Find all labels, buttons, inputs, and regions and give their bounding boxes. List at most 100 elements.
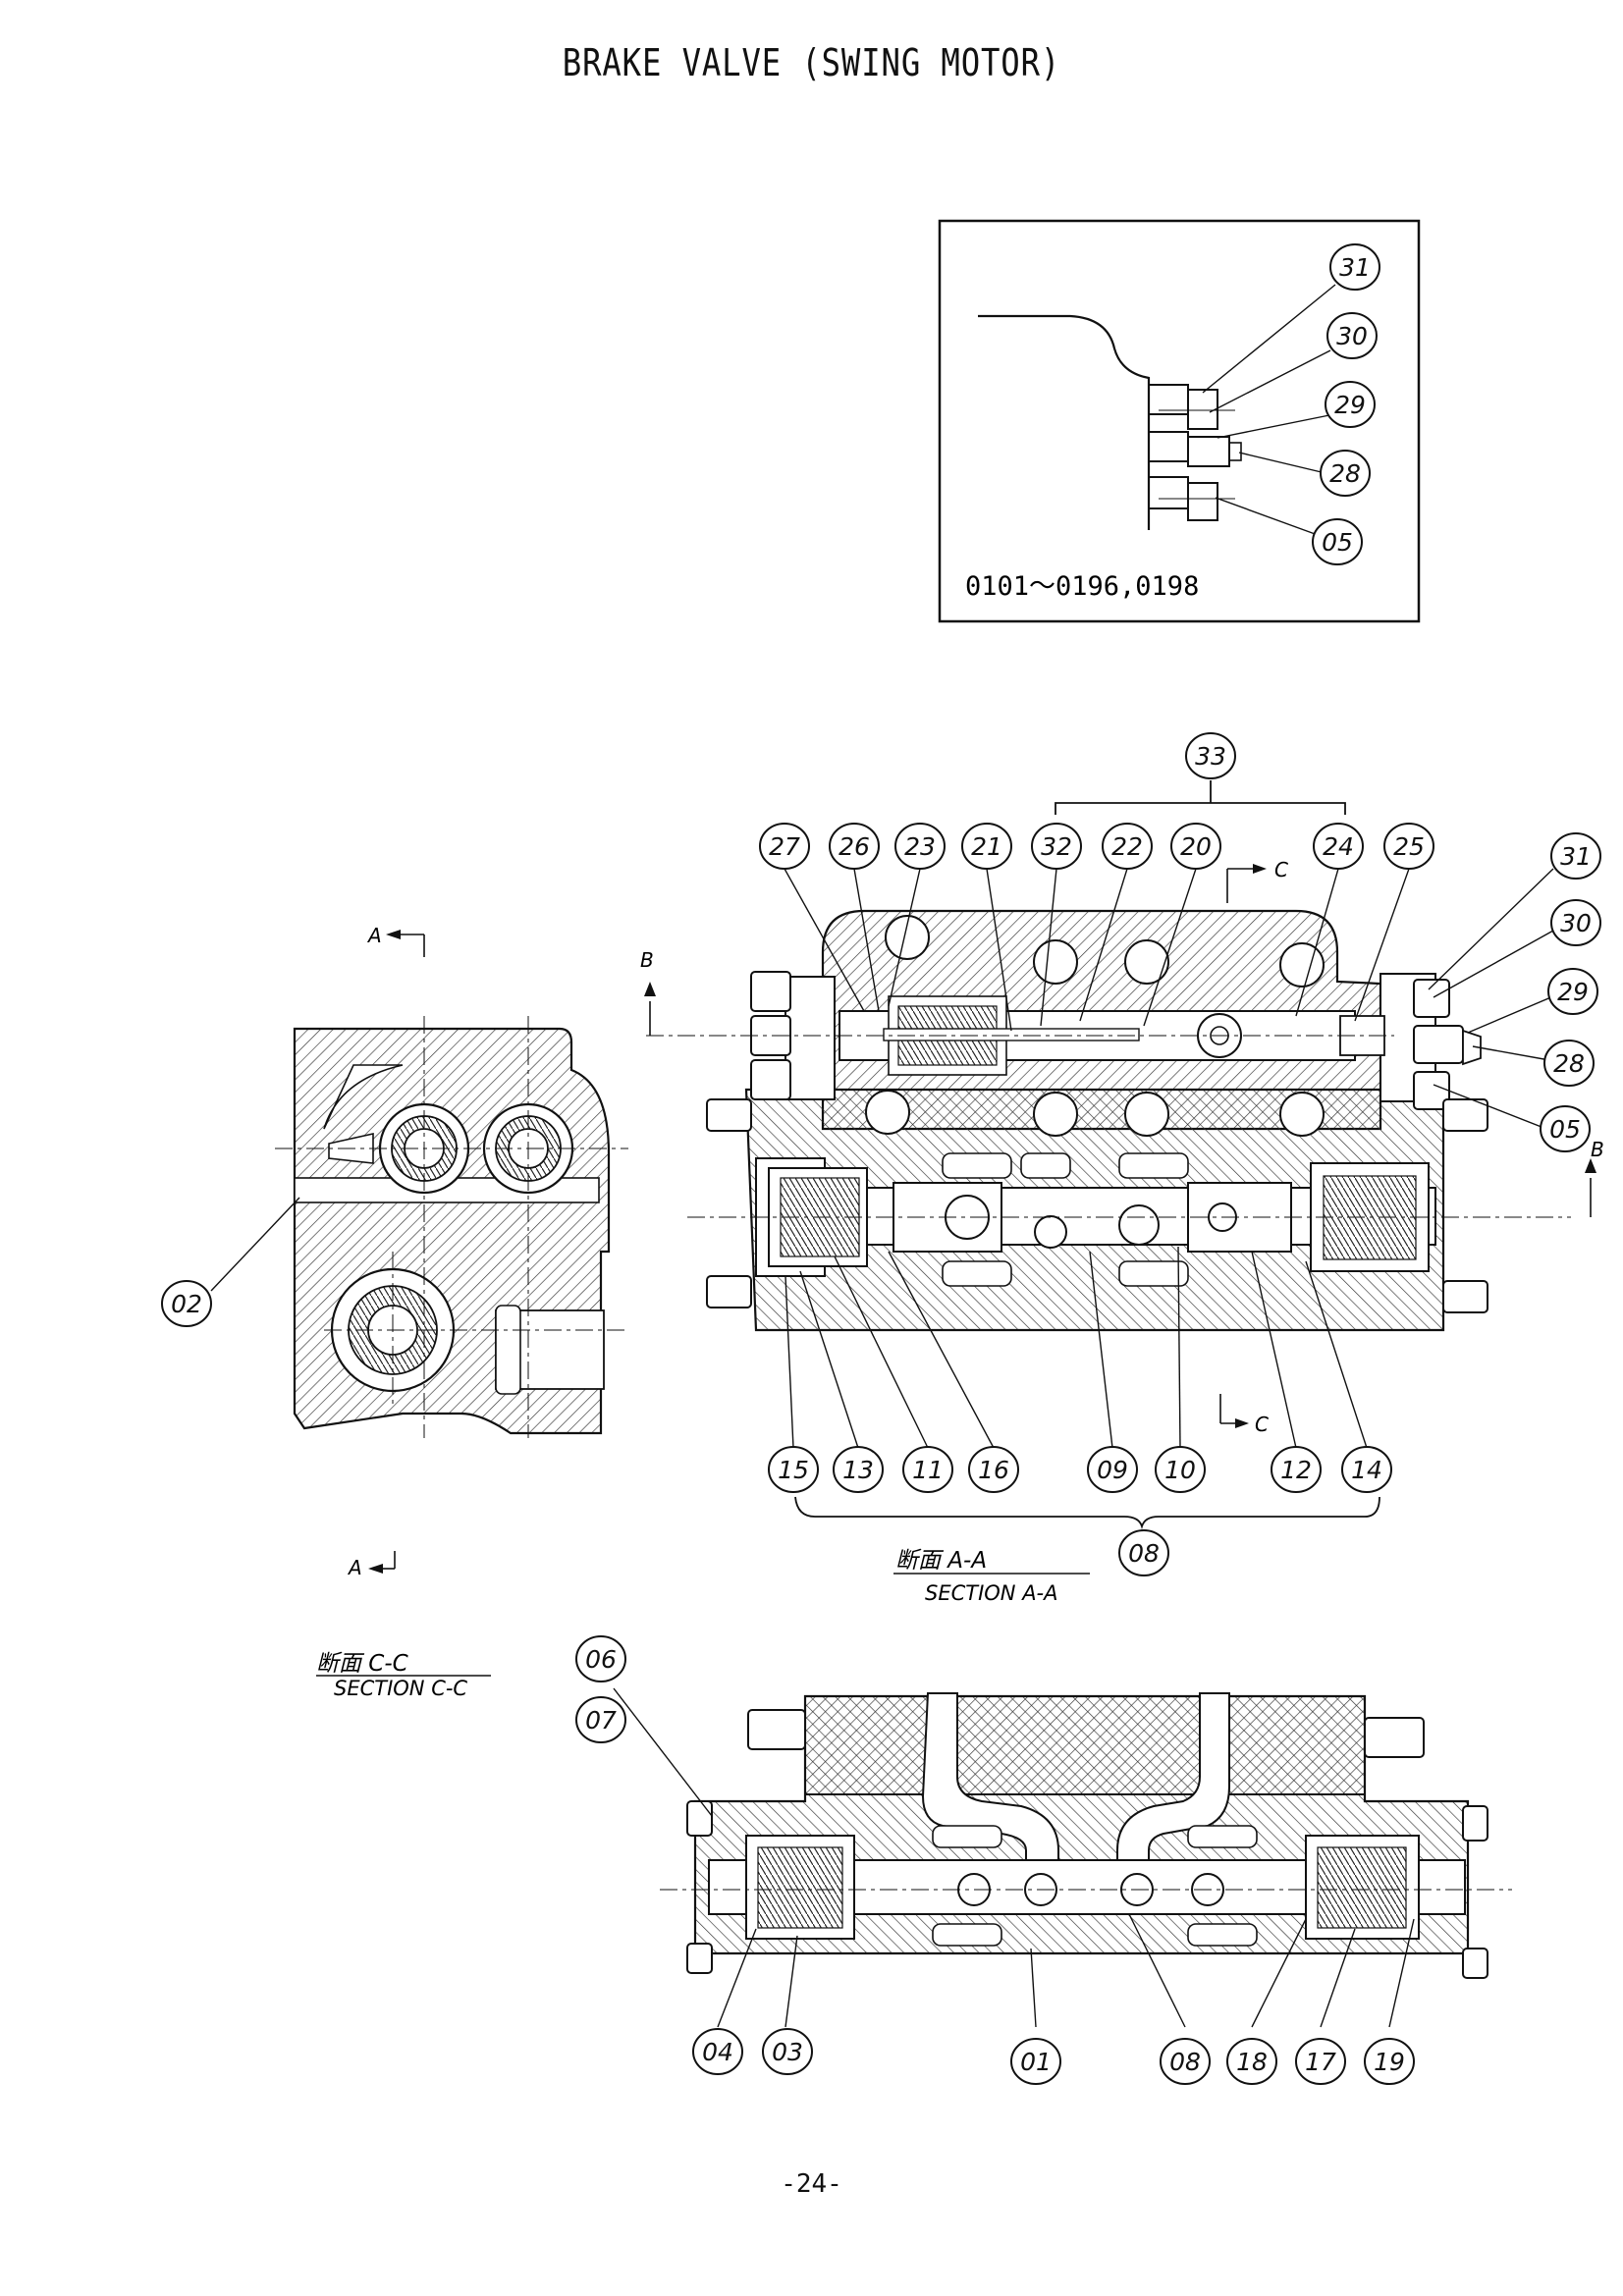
callout-33-text: 33 — [1195, 742, 1226, 771]
callout-07 — [575, 1696, 626, 1743]
callout-17-text: 17 — [1305, 2048, 1336, 2076]
inset-callout-30-text: 30 — [1336, 322, 1368, 350]
callout-33 — [1185, 732, 1236, 779]
callout-28-text: 28 — [1553, 1049, 1585, 1078]
callout-29 — [1547, 968, 1598, 1015]
inset-callout-29 — [1325, 381, 1376, 428]
inset-callout-05-text: 05 — [1322, 528, 1353, 557]
callout-19-text: 19 — [1374, 2048, 1405, 2076]
inset-detail: 0101～0196,0198 — [938, 219, 1421, 623]
section-cc-label-jp: 断面 C-C — [316, 1651, 408, 1677]
callout-13-text: 13 — [842, 1456, 874, 1484]
callout-29-text: 29 — [1557, 978, 1589, 1006]
callout-04 — [692, 2028, 743, 2075]
callout-30 — [1550, 899, 1601, 946]
section-cc-label-en: SECTION C-C — [334, 1677, 467, 1700]
callout-12 — [1271, 1446, 1322, 1493]
callout-15 — [768, 1446, 819, 1493]
inset-callout-29-text: 29 — [1334, 391, 1366, 419]
callout-01 — [1010, 2038, 1061, 2085]
callout-22-text: 22 — [1111, 832, 1143, 861]
callout-06-text: 06 — [585, 1645, 617, 1674]
section-aa-label-jp: 断面 A-A — [895, 1548, 987, 1574]
callout-20 — [1170, 823, 1221, 870]
callout-21 — [961, 823, 1012, 870]
cut-b-left-label: B — [640, 948, 654, 972]
inset-callout-05 — [1312, 518, 1363, 565]
section-cc-drawing: A A 断面 C-C SECTION C-C — [210, 924, 628, 1700]
callout-08 — [1160, 2038, 1211, 2085]
callout-numbers: 31 30 29 28 05 33 27 26 23 21 32 22 20 2… — [171, 253, 1592, 2076]
callout-15-text: 15 — [778, 1456, 809, 1484]
callout-26 — [829, 823, 880, 870]
callout-27 — [759, 823, 810, 870]
cut-c-bottom-label: C — [1255, 1413, 1269, 1436]
callout-27-text: 27 — [769, 832, 800, 861]
callout-24-text: 24 — [1323, 832, 1354, 861]
callout-16 — [968, 1446, 1019, 1493]
callout-01-text: 01 — [1020, 2048, 1052, 2076]
inset-callout-31-text: 31 — [1339, 253, 1371, 282]
callout-28 — [1543, 1040, 1595, 1087]
callout-04-text: 04 — [702, 2038, 733, 2066]
cut-c-top-label: C — [1274, 858, 1288, 881]
callout-32-text: 32 — [1041, 832, 1072, 861]
cut-a-top-label: A — [366, 924, 382, 947]
callout-03 — [762, 2028, 813, 2075]
callout-09-text: 09 — [1097, 1456, 1128, 1484]
inset-callout-30 — [1326, 312, 1378, 359]
page-number: -24- — [781, 2169, 842, 2199]
callout-12-text: 12 — [1280, 1456, 1312, 1484]
callout-bubbles — [161, 243, 1601, 2085]
callout-25 — [1383, 823, 1434, 870]
callout-11-text: 11 — [912, 1456, 944, 1484]
callout-05 — [1540, 1105, 1591, 1152]
callout-13 — [833, 1446, 884, 1493]
callout-21-text: 21 — [971, 832, 1002, 861]
serial-range-label: 0101～0196,0198 — [965, 571, 1199, 602]
callout-11 — [902, 1446, 953, 1493]
drawing-title: BRAKE VALVE (SWING MOTOR) — [562, 41, 1061, 84]
callout-09 — [1087, 1446, 1138, 1493]
callout-17 — [1295, 2038, 1346, 2085]
callout-32 — [1031, 823, 1082, 870]
inset-callout-28 — [1320, 450, 1371, 497]
callout-08-group-text: 08 — [1128, 1539, 1160, 1568]
callout-16-text: 16 — [978, 1456, 1009, 1484]
callout-03-text: 03 — [772, 2038, 803, 2066]
callout-10 — [1155, 1446, 1206, 1493]
callout-31-text: 31 — [1560, 842, 1592, 871]
callout-18-text: 18 — [1236, 2048, 1268, 2076]
callout-23 — [894, 823, 946, 870]
cut-a-bottom-label: A — [347, 1556, 362, 1579]
callout-20-text: 20 — [1180, 832, 1212, 861]
callout-14 — [1341, 1446, 1392, 1493]
callout-02 — [161, 1280, 212, 1327]
callout-25-text: 25 — [1393, 832, 1425, 861]
inset-callout-31 — [1329, 243, 1380, 291]
callout-19 — [1364, 2038, 1415, 2085]
callout-10-text: 10 — [1164, 1456, 1196, 1484]
callout-07-text: 07 — [585, 1706, 617, 1735]
callout-31 — [1550, 832, 1601, 880]
callout-06 — [575, 1635, 626, 1682]
callout-14-text: 14 — [1351, 1456, 1382, 1484]
callout-18 — [1226, 2038, 1277, 2085]
section-aa-label-en: SECTION A-A — [925, 1581, 1058, 1605]
callout-02-text: 02 — [171, 1290, 202, 1318]
inset-callout-28-text: 28 — [1329, 459, 1361, 488]
callout-22 — [1102, 823, 1153, 870]
cut-b-right-label: B — [1591, 1138, 1604, 1161]
callout-30-text: 30 — [1560, 909, 1592, 937]
section-aa-drawing: B B C C 断面 A-A SECTION A-A — [640, 780, 1604, 1605]
callout-24 — [1313, 823, 1364, 870]
callout-26-text: 26 — [839, 832, 870, 861]
section-bb-drawing — [660, 1692, 1512, 1979]
callout-08-group — [1118, 1529, 1169, 1576]
callout-23-text: 23 — [904, 832, 936, 861]
callout-05-text: 05 — [1549, 1115, 1581, 1144]
callout-08-text: 08 — [1169, 2048, 1201, 2076]
leader-lines — [613, 868, 1554, 2028]
